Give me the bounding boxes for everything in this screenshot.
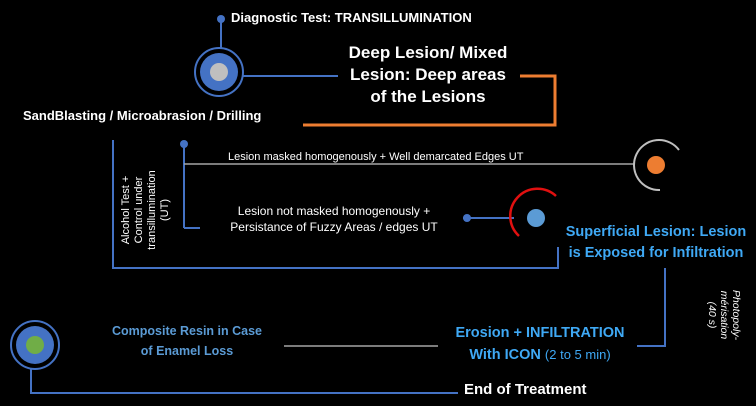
superficial-lesion-line1: Superficial Lesion: Lesion xyxy=(565,224,747,240)
deep-lesion-node-center xyxy=(210,63,228,81)
masked-node xyxy=(647,156,665,174)
superficial-lesion-label: Superficial Lesion: Lesion is Exposed fo… xyxy=(556,222,756,264)
erosion-infiltration-label: Erosion + INFILTRATION With ICON (2 to 5… xyxy=(440,323,640,366)
not-masked-line2: Persistance of Fuzzy Areas / edges UT xyxy=(230,220,438,234)
alcohol-test-label: Alcohol Test + Control under transillumi… xyxy=(120,140,180,280)
composite-node-center xyxy=(26,336,44,354)
photopolymerisation-label: Photopoly- mérisation (40 s) xyxy=(697,274,742,356)
superficial-lesion-line2: is Exposed for Infiltration xyxy=(568,245,744,261)
masked-node-ring xyxy=(633,139,680,192)
alcohol-test-line3: transillumination xyxy=(146,170,158,250)
deep-lesion-bracket xyxy=(303,74,557,127)
composite-resin-line2: of Enamel Loss xyxy=(140,344,234,358)
superficial-node xyxy=(527,209,545,227)
composite-node-ring xyxy=(10,320,60,370)
end-of-treatment-line xyxy=(30,369,458,394)
deep-lesion-line1: Deep Lesion/ Mixed xyxy=(348,43,508,62)
branch-dot xyxy=(180,140,188,148)
erosion-duration: (2 to 5 min) xyxy=(544,347,611,362)
photopolymerisation-line2: mérisation xyxy=(718,290,730,340)
alcohol-test-line2: Control under xyxy=(133,176,145,244)
not-masked-dot xyxy=(463,214,471,222)
sandblasting-label: SandBlasting / Microabrasion / Drilling xyxy=(23,108,262,123)
erosion-line2: With ICON (2 to 5 min) xyxy=(440,344,640,366)
alcohol-test-line1: Alcohol Test + xyxy=(120,175,132,245)
not-masked-label: Lesion not masked homogenously + Persist… xyxy=(205,203,463,235)
deep-lesion-line2: Lesion: Deep areas xyxy=(350,65,506,84)
alcohol-test-line4: (UT) xyxy=(159,199,171,221)
alcohol-test-loop-line xyxy=(112,140,559,269)
masked-homogenously-label: Lesion masked homogenously + Well demarc… xyxy=(228,151,524,163)
photopolymerisation-line1: Photopoly- xyxy=(730,289,742,341)
deep-lesion-node-ring xyxy=(194,47,244,97)
deep-lesion-line3: of the Lesions xyxy=(370,87,486,106)
composite-resin-line1: Composite Resin in Case xyxy=(111,324,263,338)
not-masked-line1: Lesion not masked homogenously + xyxy=(237,204,431,218)
erosion-icon-text: With ICON xyxy=(469,347,541,363)
diagnostic-dot xyxy=(217,15,225,23)
end-of-treatment-label: End of Treatment xyxy=(464,381,587,398)
superficial-node-ring xyxy=(509,187,557,237)
photopolymerisation-line3: (40 s) xyxy=(706,301,718,329)
diagnostic-test-label: Diagnostic Test: TRANSILLUMINATION xyxy=(231,10,472,25)
composite-resin-label: Composite Resin in Case of Enamel Loss xyxy=(92,321,282,361)
deep-lesion-label: Deep Lesion/ Mixed Lesion: Deep areas of… xyxy=(330,42,526,108)
erosion-line1: Erosion + INFILTRATION xyxy=(455,325,625,341)
photopolymerisation-line xyxy=(637,268,666,347)
